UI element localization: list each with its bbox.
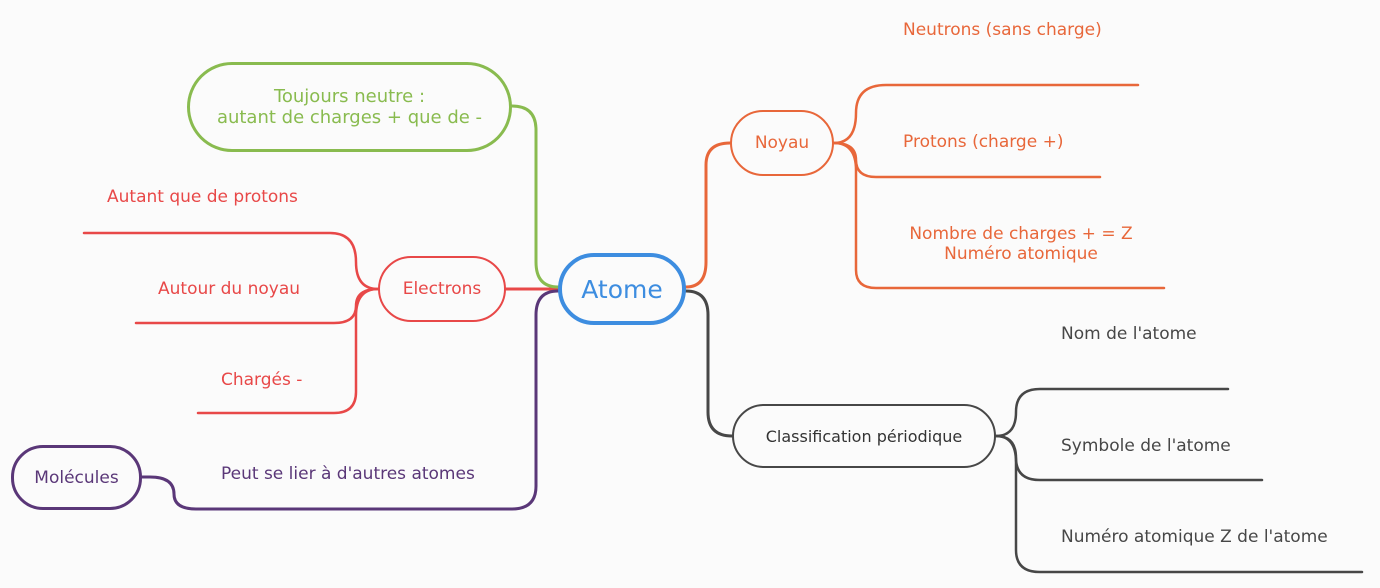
connector-noyau-neutrons (832, 83, 1140, 145)
connector-atome-noyau (684, 141, 732, 289)
leaf-nombre-charges-line1: Nombre de charges + = Z (909, 224, 1133, 244)
connector-classification-numero (994, 434, 1364, 574)
node-neutre-line1: Toujours neutre : (273, 86, 426, 107)
leaf-charges-negatives: Chargés - (221, 370, 303, 390)
node-noyau[interactable]: Noyau (730, 110, 834, 176)
connector-classification-nom (994, 387, 1230, 438)
leaf-autour-noyau: Autour du noyau (158, 279, 301, 299)
node-electrons-label: Electrons (402, 279, 482, 299)
connector-atome-neutre (510, 104, 560, 289)
node-molecules[interactable]: Molécules (11, 445, 142, 510)
leaf-liaison: Peut se lier à d'autres atomes (221, 464, 475, 484)
connector-noyau-charges (832, 141, 1166, 290)
node-noyau-label: Noyau (754, 133, 810, 153)
connector-atome-classification (684, 289, 734, 438)
node-classification[interactable]: Classification périodique (732, 404, 996, 468)
leaf-symbole-atome: Symbole de l'atome (1061, 436, 1231, 456)
node-neutre-line2: autant de charges + que de - (216, 107, 483, 128)
node-classification-label: Classification périodique (765, 426, 963, 446)
leaf-autant-protons: Autant que de protons (107, 187, 298, 207)
center-node-atome[interactable]: Atome (558, 253, 686, 325)
center-node-label: Atome (581, 274, 663, 304)
connector-atome-liaison (140, 289, 560, 511)
node-toujours-neutre[interactable]: Toujours neutre : autant de charges + qu… (187, 62, 512, 152)
leaf-nom-atome: Nom de l'atome (1061, 324, 1197, 344)
leaf-nombre-charges-line2: Numéro atomique (944, 244, 1098, 264)
leaf-numero-atomique: Numéro atomique Z de l'atome (1061, 527, 1328, 547)
leaf-protons: Protons (charge +) (903, 132, 1064, 152)
leaf-neutrons: Neutrons (sans charge) (903, 20, 1102, 40)
connector-electrons-charges (196, 287, 380, 415)
connector-electrons-protons (82, 231, 380, 291)
leaf-nombre-charges: Nombre de charges + = Z Numéro atomique (896, 224, 1146, 264)
node-molecules-label: Molécules (34, 467, 119, 488)
node-electrons[interactable]: Electrons (378, 256, 506, 322)
